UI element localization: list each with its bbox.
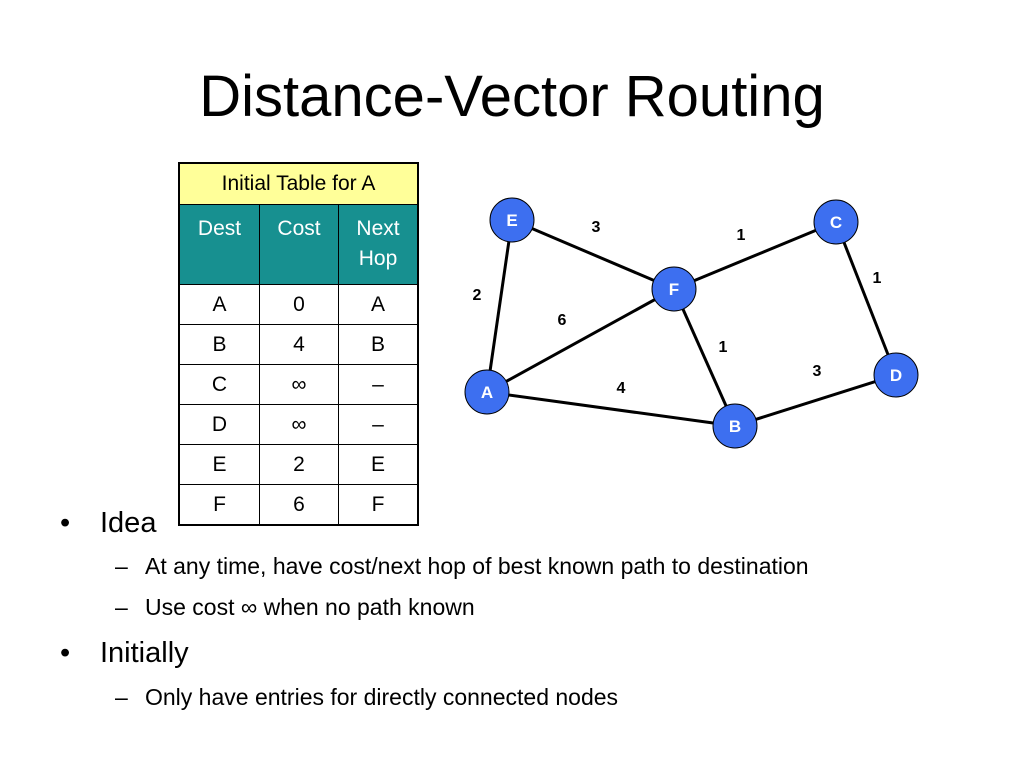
bullet-text: Idea <box>100 507 157 539</box>
sub-bullet-text: At any time, have cost/next hop of best … <box>145 553 809 579</box>
table-row: F 6 F <box>178 484 419 526</box>
cell-next-hop: – <box>338 364 419 405</box>
header-cost: Cost <box>259 204 339 285</box>
edge-cost-label: 1 <box>873 270 882 287</box>
cell-next-hop: A <box>338 284 419 325</box>
node-b <box>712 403 758 449</box>
cell-dest: D <box>178 404 260 445</box>
header-next-hop: Next Hop <box>338 204 419 285</box>
cell-cost: ∞ <box>259 364 339 405</box>
node-d <box>873 352 919 398</box>
edge-f-c <box>673 220 837 291</box>
sub-bullet-marker: – <box>115 594 128 620</box>
routing-table: Initial Table for A Dest Cost Next Hop A… <box>178 162 419 526</box>
node-label: F <box>669 280 679 299</box>
node-label: D <box>890 366 902 385</box>
cell-cost: 6 <box>259 484 339 526</box>
node-label: E <box>506 211 517 230</box>
table-row: D ∞ – <box>178 404 419 445</box>
slide-title: Distance-Vector Routing <box>199 64 825 129</box>
table-row: E 2 E <box>178 444 419 485</box>
cell-dest: F <box>178 484 260 526</box>
cell-next-hop: F <box>338 484 419 526</box>
edge-a-b <box>486 390 736 428</box>
node-label: B <box>729 417 741 436</box>
edge-e-a <box>485 219 514 393</box>
edge-cost-label: 4 <box>617 380 626 397</box>
edge-cost-label: 6 <box>558 312 567 329</box>
bullet-text: Initially <box>100 637 189 669</box>
cell-next-hop: – <box>338 404 419 445</box>
node-label: C <box>830 213 842 232</box>
sub-bullet-marker: – <box>115 684 128 710</box>
cell-next-hop: E <box>338 444 419 485</box>
sub-bullet-marker: – <box>115 553 128 579</box>
header-dest: Dest <box>178 204 260 285</box>
edge-c-d <box>834 221 898 376</box>
cell-cost: ∞ <box>259 404 339 445</box>
table-row: A 0 A <box>178 284 419 325</box>
node-c <box>813 199 859 245</box>
edge-b-d <box>734 373 897 428</box>
node-a <box>464 369 510 415</box>
sub-bullet-text: Use cost ∞ when no path known <box>145 594 475 620</box>
table-row: C ∞ – <box>178 364 419 405</box>
edge-a-f <box>486 287 675 394</box>
table-caption: Initial Table for A <box>178 162 419 205</box>
edge-f-b <box>672 288 737 427</box>
cell-cost: 4 <box>259 324 339 365</box>
edge-cost-label: 3 <box>813 363 822 380</box>
cell-dest: A <box>178 284 260 325</box>
edge-cost-label: 1 <box>719 339 728 356</box>
edge-cost-label: 3 <box>592 219 601 236</box>
cell-dest: B <box>178 324 260 365</box>
bullet-marker: • <box>60 637 71 669</box>
cell-cost: 0 <box>259 284 339 325</box>
cell-cost: 2 <box>259 444 339 485</box>
node-label: A <box>481 383 493 402</box>
sub-bullet-text: Only have entries for directly connected… <box>145 684 619 710</box>
cell-next-hop: B <box>338 324 419 365</box>
table-row: B 4 B <box>178 324 419 365</box>
network-graph: 3 1 1 2 6 1 3 4 E C F A D B <box>464 197 919 449</box>
node-e <box>489 197 535 243</box>
node-f <box>651 266 697 312</box>
edge-cost-label: 2 <box>473 287 482 304</box>
edge-cost-label: 1 <box>737 227 746 244</box>
bullet-marker: • <box>60 507 71 539</box>
edge-e-f <box>511 218 675 291</box>
cell-dest: C <box>178 364 260 405</box>
cell-dest: E <box>178 444 260 485</box>
